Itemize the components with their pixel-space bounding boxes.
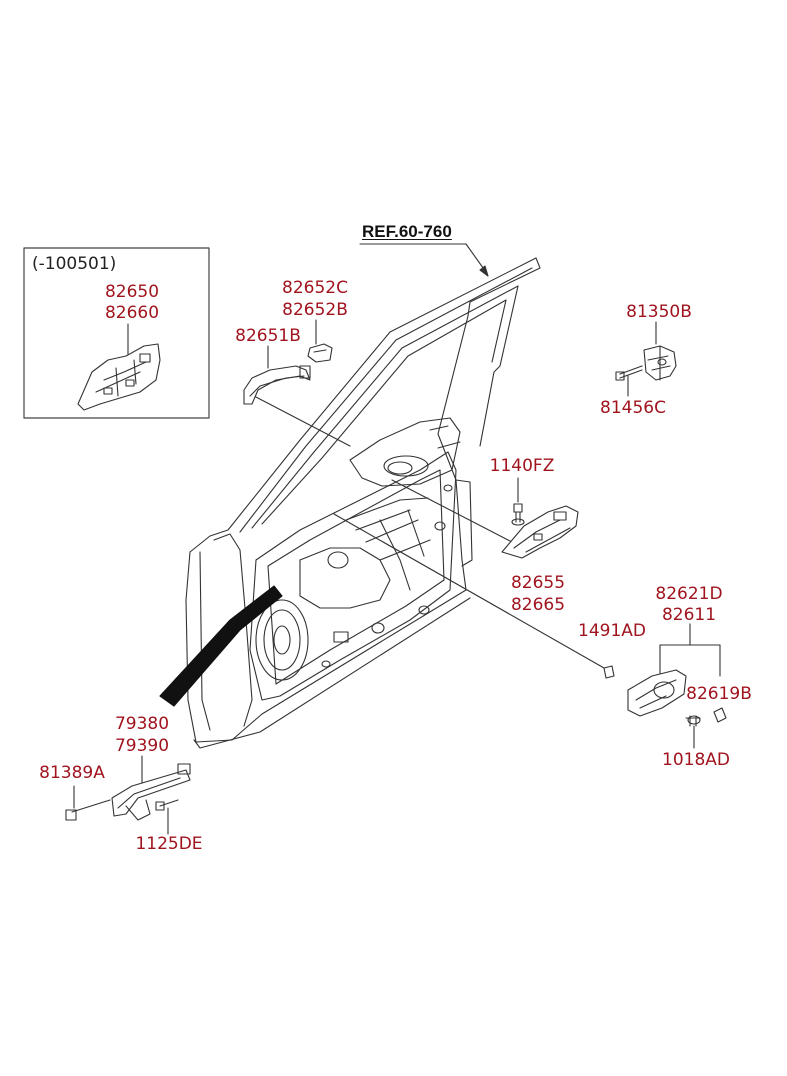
callout-82652c[interactable]: 82652C [282,278,348,298]
callout-82621d[interactable]: 82621D [655,584,723,604]
callout-82650[interactable]: 82650 [104,282,160,302]
screw-1018ad-icon[interactable] [685,715,701,727]
leader-82655 [391,479,513,543]
clip-nut-icon[interactable] [603,665,615,679]
inside-handle-icon[interactable] [627,669,687,717]
callout-1125de[interactable]: 1125DE [135,834,203,854]
reference-label[interactable]: REF.60-760 [362,222,452,241]
callout-82611[interactable]: 82611 [661,605,717,625]
inset-frame [23,247,210,419]
leader-1491ad [333,513,605,669]
bolt-1140fz-icon[interactable] [511,503,525,526]
callout-81456c[interactable]: 81456C [600,398,666,418]
inset-date-code: (-100501) [32,254,117,274]
reference-arrow [359,243,489,277]
inner-door-panel [249,451,457,701]
handle-cover-cap-icon[interactable] [307,343,333,363]
callout-82655[interactable]: 82655 [510,573,566,593]
callout-82652b[interactable]: 82652B [282,300,348,320]
callout-82660[interactable]: 82660 [104,303,160,323]
door-hinge-icon[interactable] [643,345,677,381]
callout-82651b[interactable]: 82651B [235,326,301,346]
bolt-1125de-icon[interactable] [155,799,179,811]
bolt-81389a-icon[interactable] [65,799,111,821]
inset-inside-handle-icon[interactable] [77,343,161,411]
callout-81389a[interactable]: 81389A [39,763,105,783]
callout-82665[interactable]: 82665 [510,595,566,615]
outside-handle-icon[interactable] [243,365,311,405]
callout-79380[interactable]: 79380 [114,714,170,734]
callout-1491ad[interactable]: 1491AD [578,621,646,641]
callout-81350b[interactable]: 81350B [626,302,692,322]
outside-handle-frame-icon[interactable] [501,505,579,559]
upper-door-trim [349,417,461,487]
hinge-bolt-icon[interactable] [615,365,643,381]
callout-79390[interactable]: 79390 [114,736,170,756]
screw-cap-icon[interactable] [713,707,727,723]
leader-82651b [253,395,351,447]
callout-82619b[interactable]: 82619B [686,684,752,704]
callout-1140fz[interactable]: 1140FZ [489,456,555,476]
callout-1018ad[interactable]: 1018AD [662,750,730,770]
door-checker-icon[interactable] [111,763,191,821]
door-wiring-strap [159,585,283,707]
